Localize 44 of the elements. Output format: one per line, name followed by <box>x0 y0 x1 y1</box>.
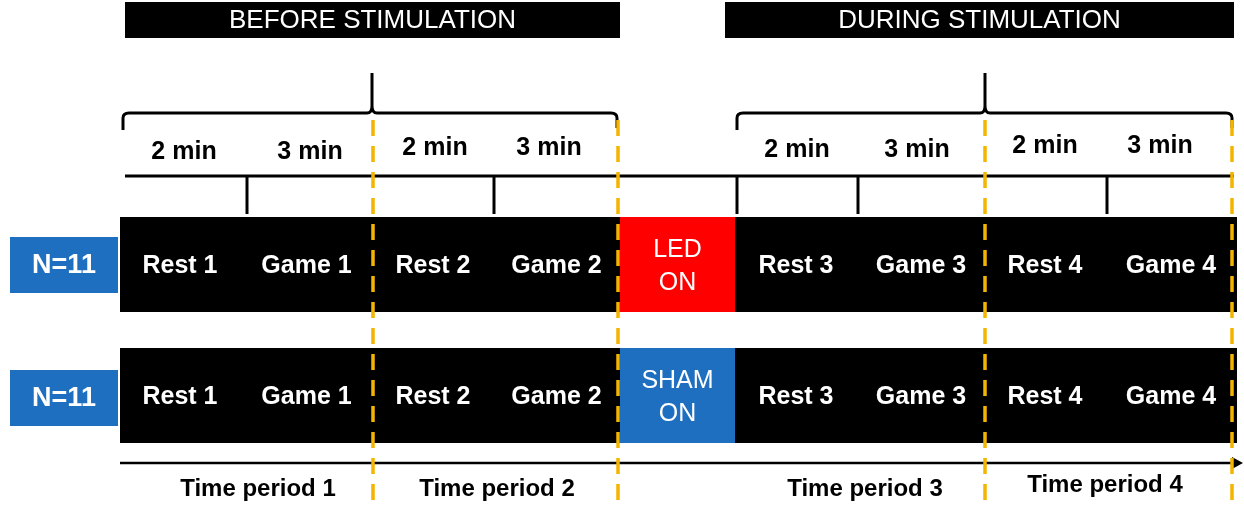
session-label: Rest 3 <box>757 249 835 280</box>
stimulation-block <box>620 217 735 312</box>
session-label: Rest 1 <box>141 249 219 280</box>
group-label <box>10 370 118 426</box>
duration-label: 3 min <box>1127 130 1193 159</box>
session-label: Game 1 <box>260 380 353 411</box>
session-label: Rest 2 <box>394 380 472 411</box>
header-text: DURING STIMULATION <box>838 3 1121 37</box>
session-label: Game 4 <box>1124 380 1218 411</box>
session-label: Rest 1 <box>141 380 219 411</box>
stimulation-block <box>620 348 735 443</box>
session-bar <box>735 348 1237 443</box>
duration-label: 3 min <box>516 132 582 161</box>
header-text: BEFORE STIMULATION <box>229 3 516 37</box>
session-bar <box>120 348 620 443</box>
group-size: N=11 <box>32 248 96 282</box>
stimulation-text: LED ON <box>652 233 703 297</box>
session-label: Game 2 <box>510 249 603 280</box>
duration-label: 2 min <box>764 134 830 163</box>
duration-label: 2 min <box>402 132 468 161</box>
duration-label: 2 min <box>1012 130 1078 159</box>
session-label: Game 2 <box>510 380 603 411</box>
session-label: Game 4 <box>1124 249 1218 280</box>
session-label: Rest 2 <box>394 249 472 280</box>
period-label: Time period 1 <box>180 474 336 502</box>
session-label: Game 3 <box>874 380 968 411</box>
session-label: Game 1 <box>260 249 353 280</box>
session-bar <box>735 217 1237 312</box>
session-label: Rest 4 <box>1006 380 1084 411</box>
session-label: Game 3 <box>874 249 968 280</box>
period-label: Time period 2 <box>419 474 575 502</box>
phase-header <box>125 2 620 38</box>
duration-label: 3 min <box>884 134 950 163</box>
group-label <box>10 237 118 293</box>
duration-label: 3 min <box>277 136 343 165</box>
group-size: N=11 <box>32 381 96 415</box>
stimulation-text: SHAM ON <box>640 364 715 428</box>
session-label: Rest 3 <box>757 380 835 411</box>
period-label: Time period 3 <box>787 474 943 502</box>
period-label: Time period 4 <box>1027 470 1183 498</box>
duration-label: 2 min <box>151 136 217 165</box>
session-label: Rest 4 <box>1006 249 1084 280</box>
phase-header <box>725 2 1234 38</box>
session-bar <box>120 217 620 312</box>
